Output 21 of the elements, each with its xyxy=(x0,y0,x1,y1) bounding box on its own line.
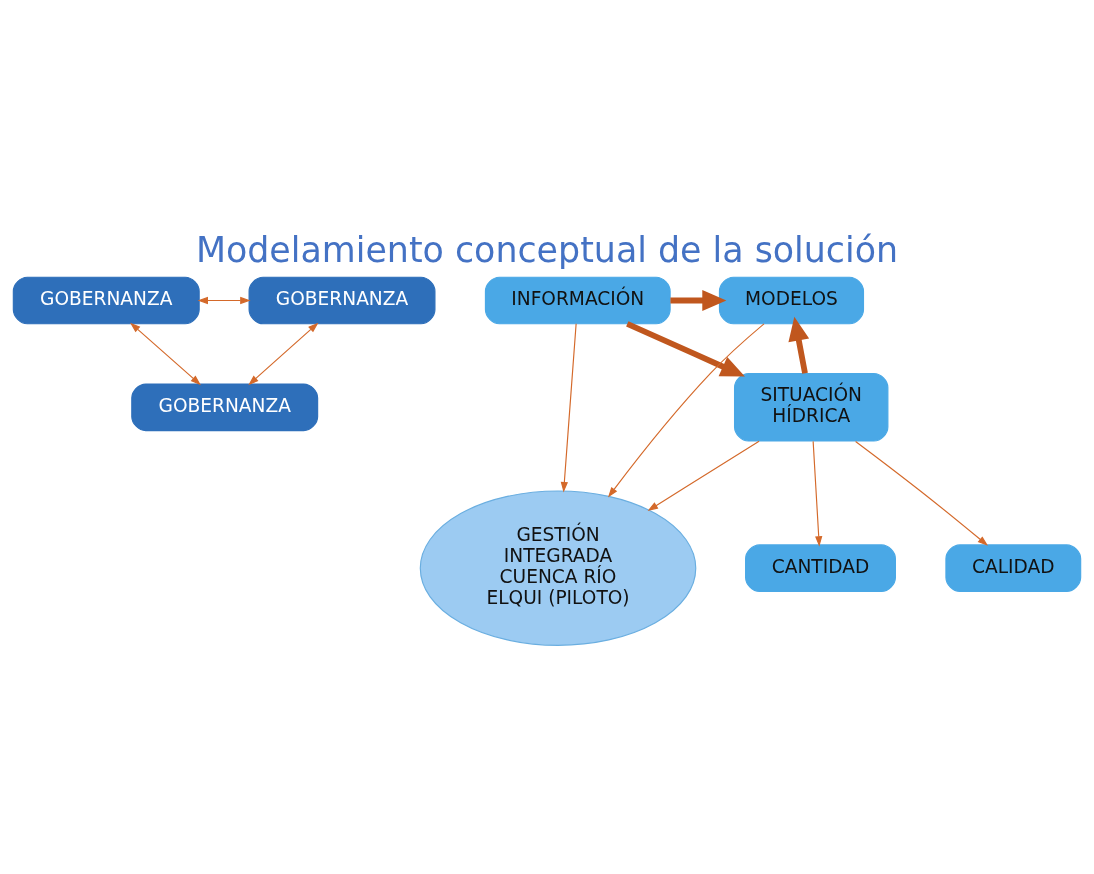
arrow xyxy=(197,296,251,304)
arrow xyxy=(670,289,727,311)
arrow xyxy=(788,316,810,374)
arrow xyxy=(607,322,765,497)
node-box: SITUACIÓN HÍDRICA xyxy=(733,372,889,442)
node-ellipse: GESTIÓN INTEGRADA CUENCA RÍO ELQUI (PILOTO) xyxy=(419,489,697,646)
node-box: CALIDAD xyxy=(945,543,1082,592)
node-box: GOBERNANZA xyxy=(248,276,436,324)
arrow xyxy=(248,322,319,385)
node-box: MODELOS xyxy=(718,276,865,324)
arrow xyxy=(855,440,989,546)
diagram-title: Modelamiento conceptual de la solución xyxy=(195,229,899,270)
arrow xyxy=(130,322,201,385)
node-box: GOBERNANZA xyxy=(131,383,319,431)
node-box: CANTIDAD xyxy=(745,543,896,592)
node-box: INFORMACIÓN xyxy=(484,276,671,324)
arrow xyxy=(560,322,577,492)
arrow xyxy=(626,320,745,376)
node-box: GOBERNANZA xyxy=(12,276,200,324)
arrow xyxy=(647,440,760,511)
arrow xyxy=(812,440,823,547)
